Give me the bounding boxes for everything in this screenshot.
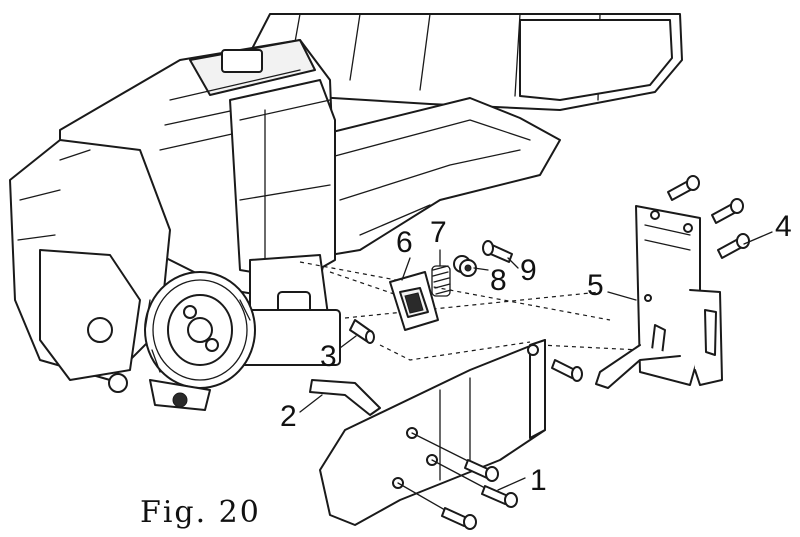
callout-3: 3 bbox=[320, 340, 337, 373]
tool-housing bbox=[9, 13, 683, 393]
part-3-pin bbox=[349, 319, 375, 344]
callout-2: 2 bbox=[280, 400, 297, 433]
assembly-guide-lines bbox=[299, 261, 641, 361]
figure-caption: Fig. 20 bbox=[140, 495, 261, 530]
part-8-sleeve bbox=[453, 255, 477, 277]
callout-1: 1 bbox=[530, 464, 547, 497]
callout-6: 6 bbox=[396, 226, 413, 259]
callout-8: 8 bbox=[490, 264, 507, 297]
part-1-screws bbox=[397, 432, 518, 530]
part-2-plate bbox=[309, 379, 381, 416]
callout-9: 9 bbox=[520, 254, 537, 287]
callout-4: 4 bbox=[775, 210, 792, 243]
callout-7: 7 bbox=[430, 216, 447, 249]
callout-5: 5 bbox=[587, 269, 604, 302]
part-6-block bbox=[389, 271, 439, 331]
side-cover bbox=[319, 339, 583, 526]
part-5-bracket bbox=[595, 205, 723, 389]
part-9-screw bbox=[482, 240, 513, 263]
callout-labels: 1 2 3 4 5 6 7 8 9 bbox=[280, 210, 792, 497]
leader-lines bbox=[299, 231, 773, 491]
drive-wheel bbox=[144, 271, 256, 411]
part-7-spring bbox=[431, 265, 452, 297]
part-4-screws bbox=[667, 175, 750, 259]
